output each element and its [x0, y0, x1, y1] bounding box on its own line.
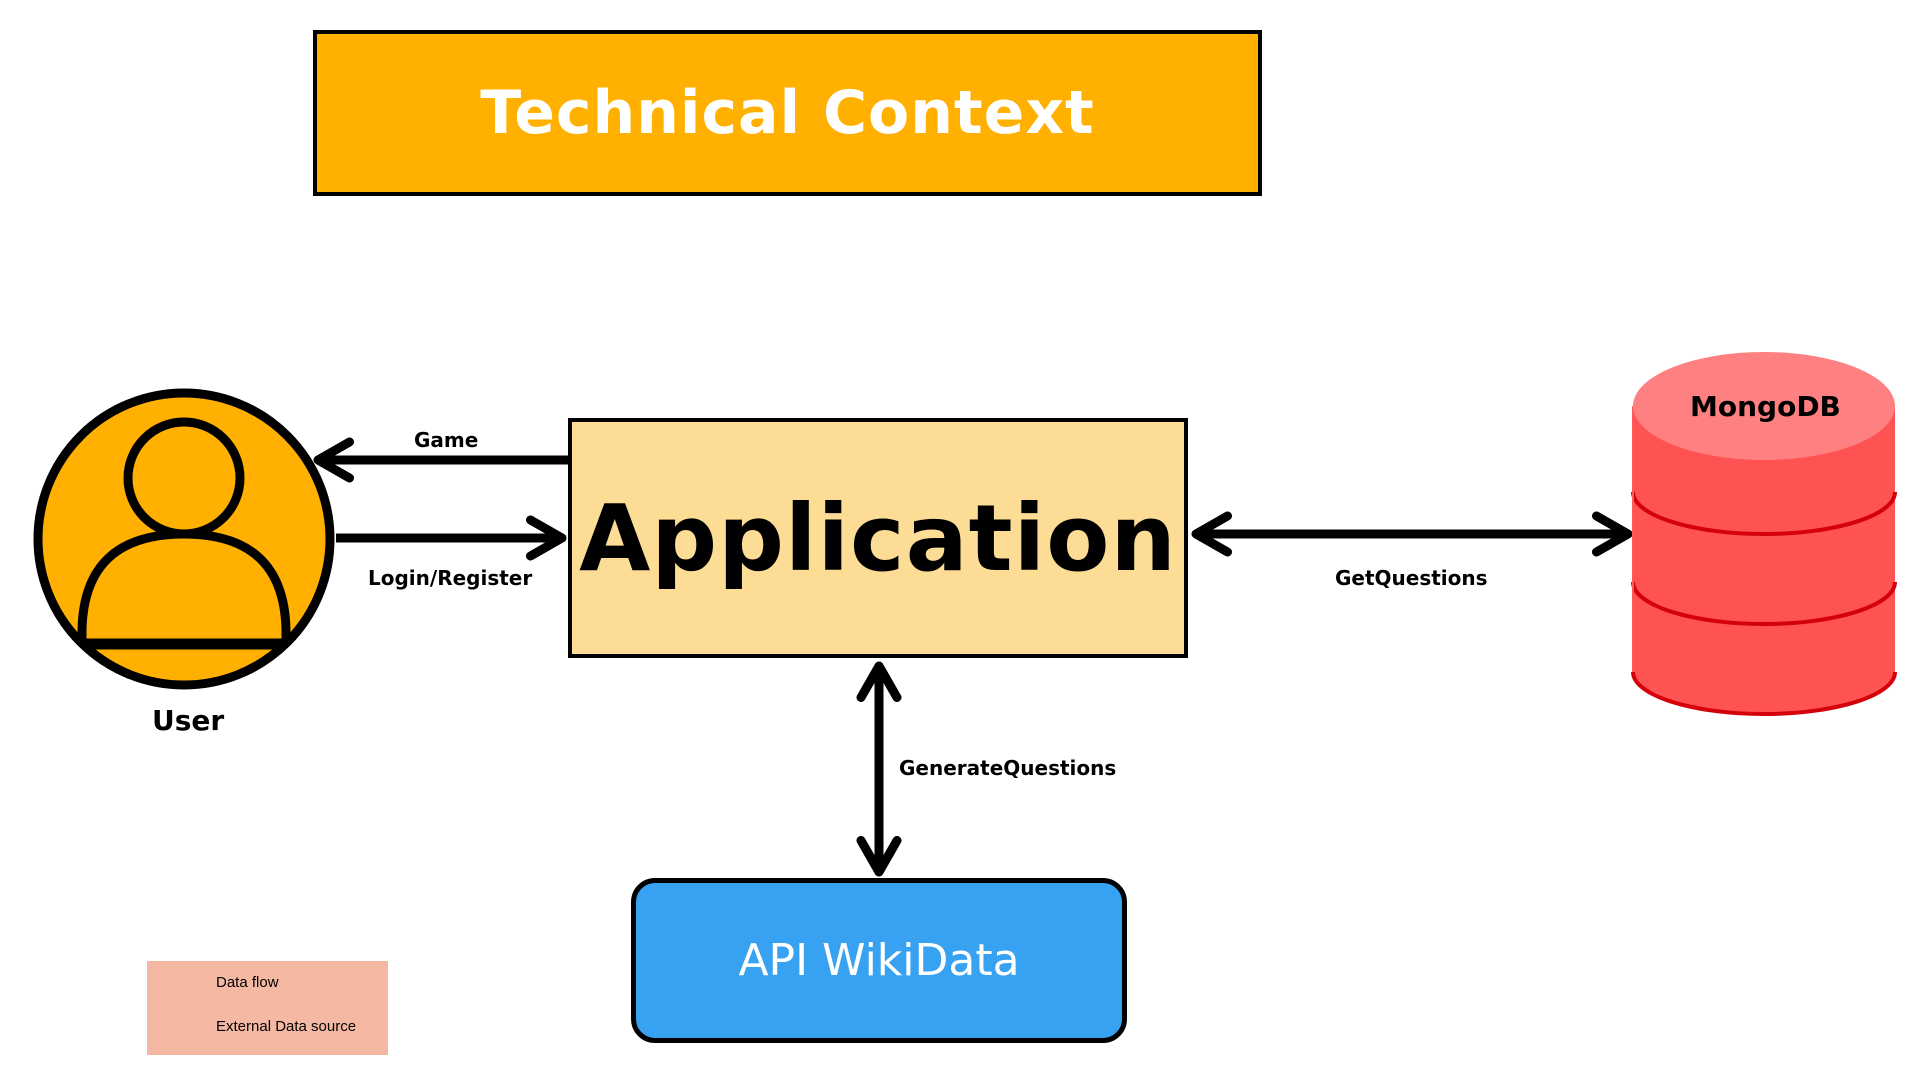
- get-questions-label: GetQuestions: [1335, 566, 1488, 590]
- database-icon: [1631, 352, 1897, 716]
- legend-box: [147, 961, 388, 1055]
- generate-questions-label: GenerateQuestions: [899, 756, 1117, 780]
- login-register-label: Login/Register: [368, 566, 533, 590]
- api-wikidata-box: API WikiData: [631, 878, 1127, 1043]
- api-wikidata-label: API WikiData: [738, 935, 1020, 986]
- user-icon: [33, 388, 335, 690]
- title-box: Technical Context: [313, 30, 1262, 196]
- user-label: User: [152, 704, 225, 737]
- game-label: Game: [414, 428, 479, 452]
- application-box: Application: [568, 418, 1188, 658]
- diagram-title: Technical Context: [480, 78, 1095, 148]
- mongodb-label: MongoDB: [1690, 390, 1841, 423]
- legend-data-flow-label: Data flow: [216, 974, 279, 991]
- legend-external-source-label: External Data source: [216, 1018, 357, 1035]
- application-label: Application: [579, 484, 1177, 592]
